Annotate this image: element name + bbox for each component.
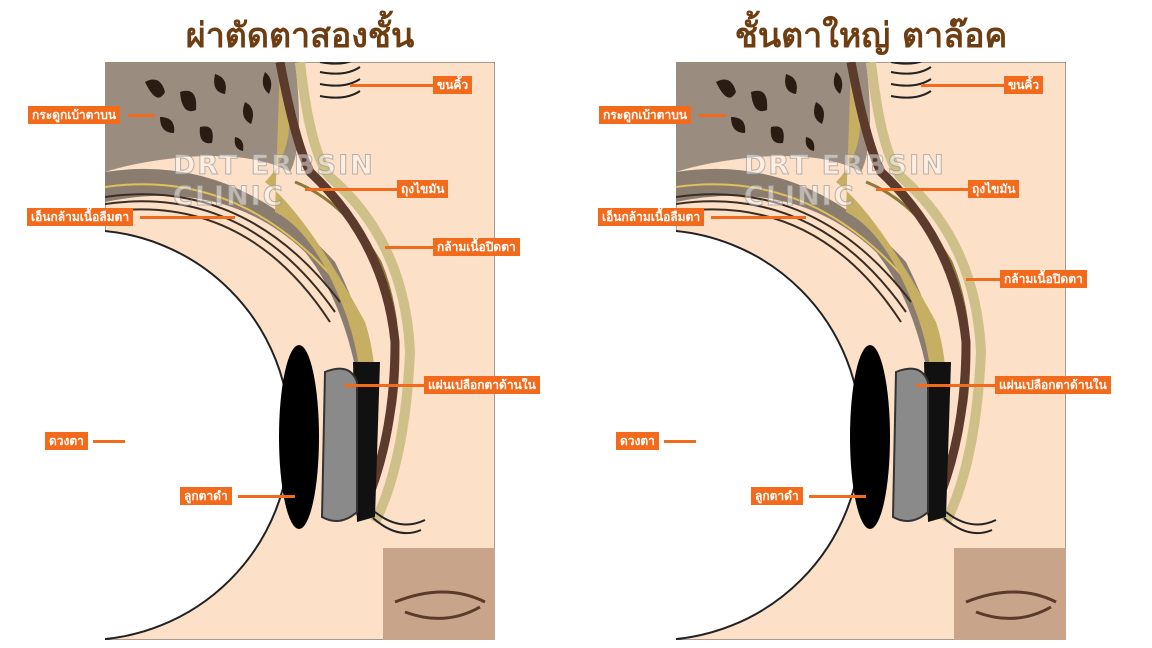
label-leader-line: [140, 216, 235, 219]
label-iris: ลูกตาดำ: [751, 487, 803, 505]
label-iris: ลูกตาดำ: [180, 487, 232, 505]
label-tarsal-plate: แผ่นเปลือกตาด้านใน: [995, 376, 1111, 394]
eyelid-cross-section-illustration: [676, 62, 1066, 640]
label-leader-line: [345, 384, 424, 387]
label-eyeball: ดวงตา: [45, 432, 88, 450]
label-levator-tendon: เอ็นกล้ามเนื้อลืมตา: [598, 208, 705, 226]
label-orbital-bone: กระดูกเบ้าตาบน: [599, 106, 692, 124]
label-orbital-bone: กระดูกเบ้าตาบน: [28, 106, 121, 124]
label-leader-line: [921, 84, 1004, 87]
label-leader-line: [128, 114, 155, 117]
eyelid-anatomy-panel: DRT ERBSIN CLINIC ขนคิ้วกระดูกเบ้าตาบนถุง…: [27, 62, 540, 640]
label-leader-line: [699, 114, 726, 117]
label-leader-line: [350, 84, 433, 87]
label-leader-line: [385, 246, 433, 249]
clinic-watermark: DRT ERBSIN CLINIC: [744, 150, 946, 213]
label-leader-line: [93, 440, 125, 443]
label-tarsal-plate: แผ่นเปลือกตาด้านใน: [424, 376, 540, 394]
label-leader-line: [238, 495, 295, 498]
label-levator-tendon: เอ็นกล้ามเนื้อลืมตา: [27, 208, 134, 226]
panel-title: ชั้นตาใหญ่ ตาล๊อค: [734, 16, 1008, 56]
label-eyebrow: ขนคิ้ว: [433, 76, 473, 94]
label-leader-line: [916, 384, 995, 387]
label-eyebrow: ขนคิ้ว: [1004, 76, 1044, 94]
label-leader-line: [876, 188, 968, 191]
label-eyeball: ดวงตา: [616, 432, 659, 450]
eyelid-cross-section-illustration: [105, 62, 495, 640]
label-leader-line: [966, 278, 1000, 281]
label-fat-pad: ถุงไขมัน: [968, 180, 1020, 198]
label-orbicularis: กล้ามเนื้อปิดตา: [1000, 270, 1087, 288]
label-fat-pad: ถุงไขมัน: [397, 180, 449, 198]
label-leader-line: [809, 495, 866, 498]
label-leader-line: [711, 216, 806, 219]
panel-title: ผ่าตัดตาสองชั้น: [185, 16, 415, 56]
label-leader-line: [664, 440, 696, 443]
label-orbicularis: กล้ามเนื้อปิดตา: [433, 238, 520, 256]
label-leader-line: [305, 188, 397, 191]
eyelid-anatomy-panel: DRT ERBSIN CLINIC ขนคิ้วกระดูกเบ้าตาบนถุง…: [598, 62, 1111, 640]
clinic-watermark: DRT ERBSIN CLINIC: [173, 150, 375, 213]
